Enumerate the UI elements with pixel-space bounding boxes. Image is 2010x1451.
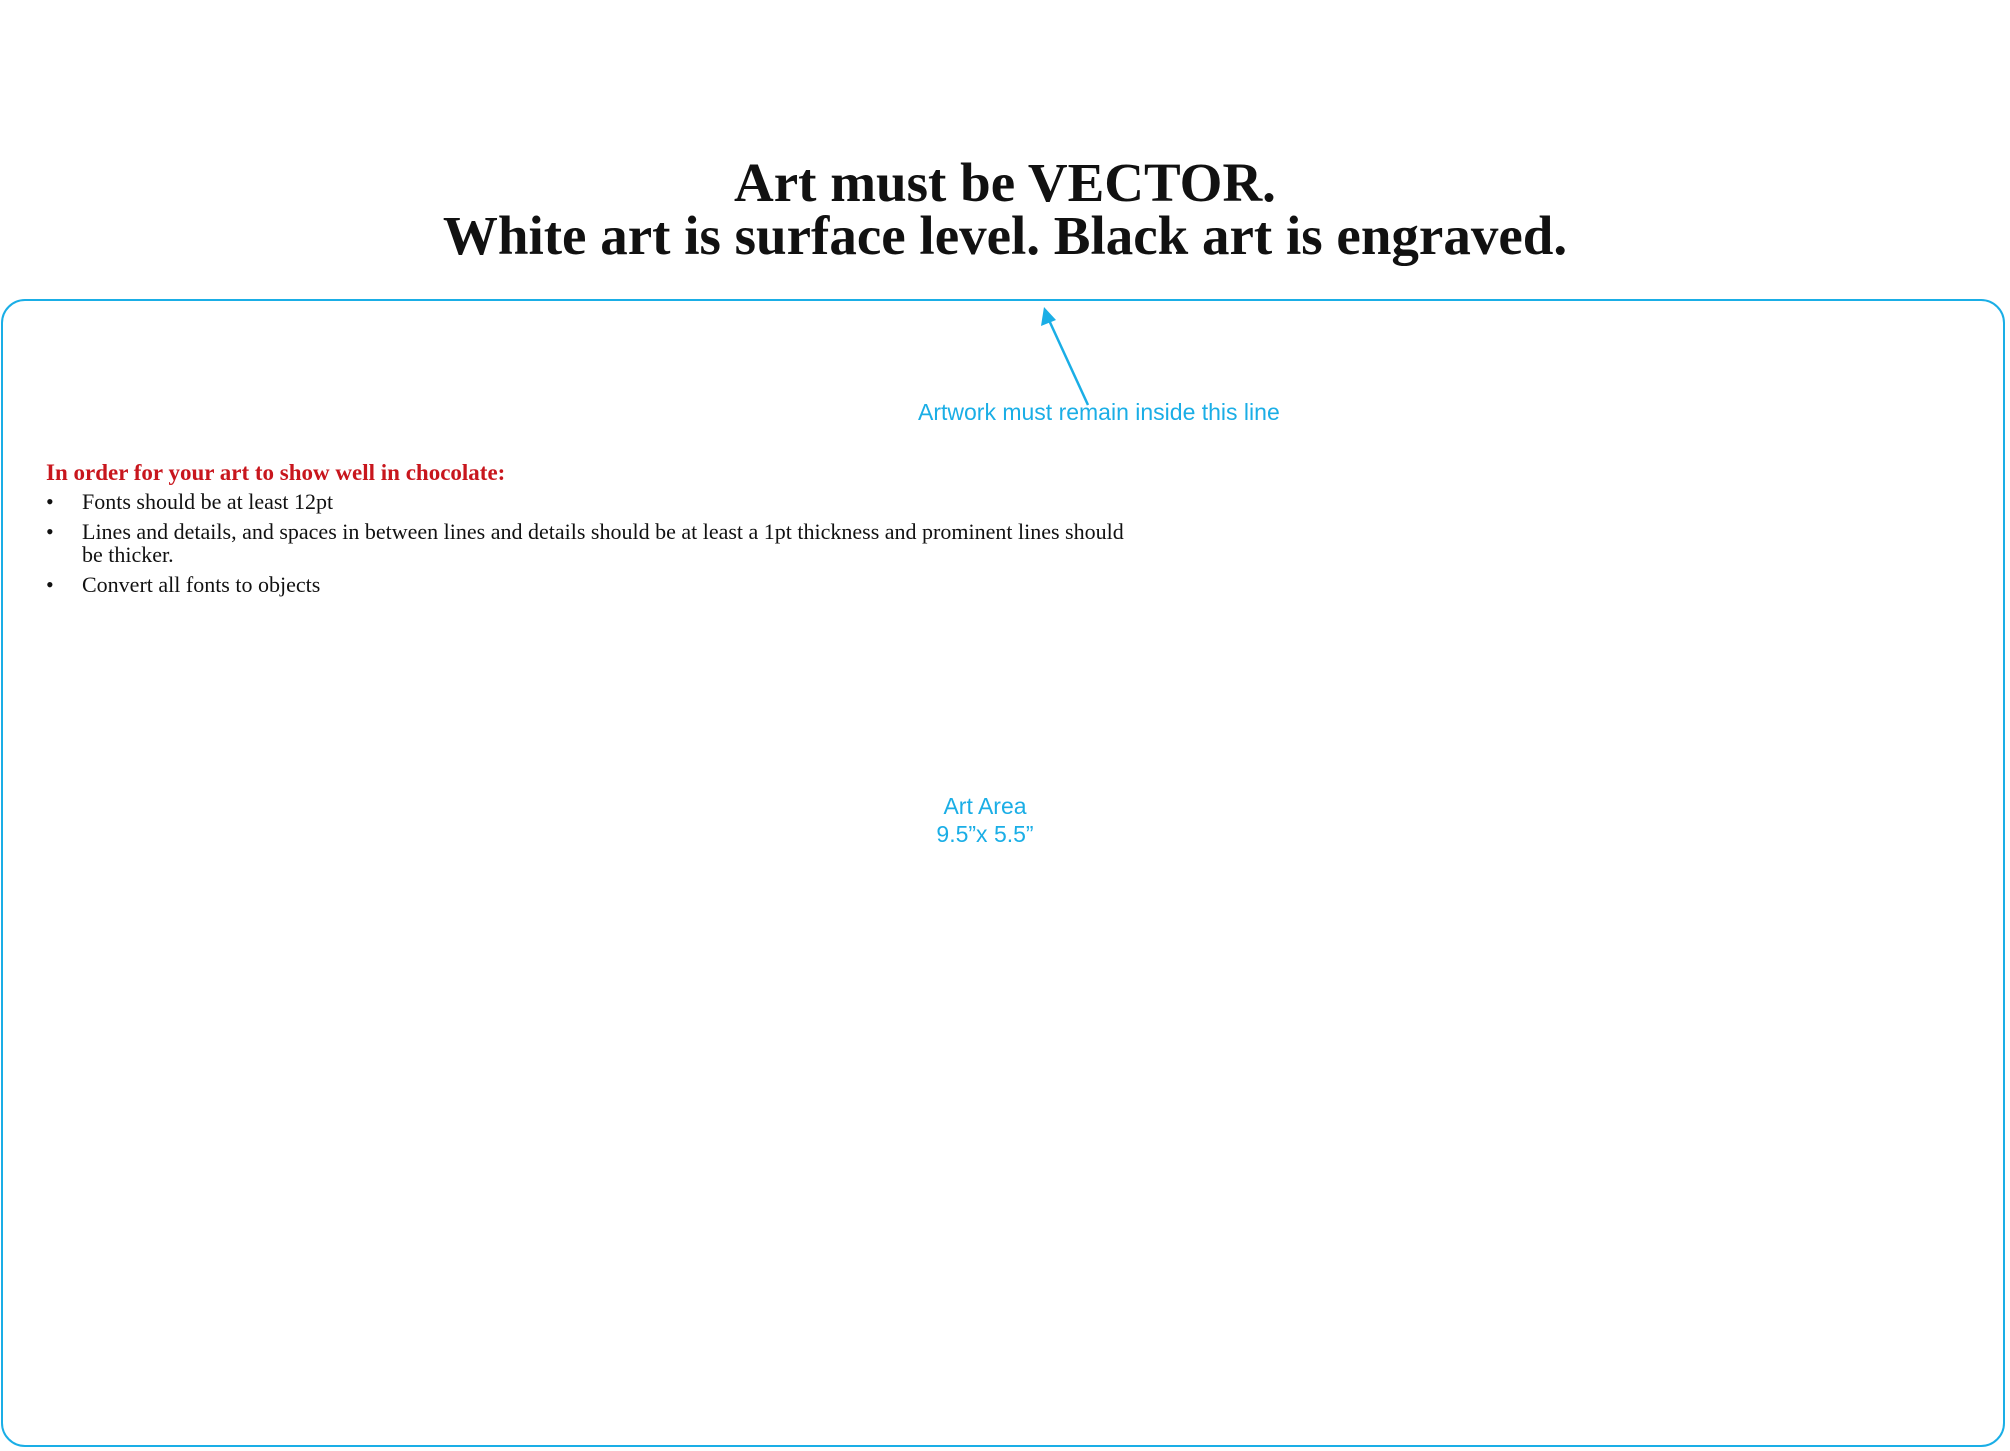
bullet-icon: • <box>46 572 54 597</box>
boundary-callout: Artwork must remain inside this line <box>918 399 1280 425</box>
art-boundary-frame <box>1 299 2005 1447</box>
title-line-vector: Art must be VECTOR. <box>734 152 1276 213</box>
bullet-icon: • <box>46 519 54 544</box>
art-area-label: Art Area 9.5”x 5.5” <box>885 792 1085 848</box>
list-item: • Convert all fonts to objects <box>46 573 1126 596</box>
art-area-dimensions: 9.5”x 5.5” <box>936 821 1034 847</box>
page-title: Art must be VECTOR. White art is surface… <box>0 152 2010 266</box>
art-area-title: Art Area <box>943 793 1027 819</box>
bullet-icon: • <box>46 489 54 514</box>
title-line-surface-engraved: White art is surface level. Black art is… <box>442 205 1568 266</box>
list-item-text: Convert all fonts to objects <box>82 572 321 597</box>
list-item-text: Lines and details, and spaces in between… <box>82 519 1124 567</box>
guidelines-heading: In order for your art to show well in ch… <box>46 460 506 485</box>
list-item: • Lines and details, and spaces in betwe… <box>46 520 1126 566</box>
guidelines-list: • Fonts should be at least 12pt • Lines … <box>46 490 1126 596</box>
list-item-text: Fonts should be at least 12pt <box>82 489 334 514</box>
guidelines-block: In order for your art to show well in ch… <box>46 460 1126 603</box>
list-item: • Fonts should be at least 12pt <box>46 490 1126 513</box>
